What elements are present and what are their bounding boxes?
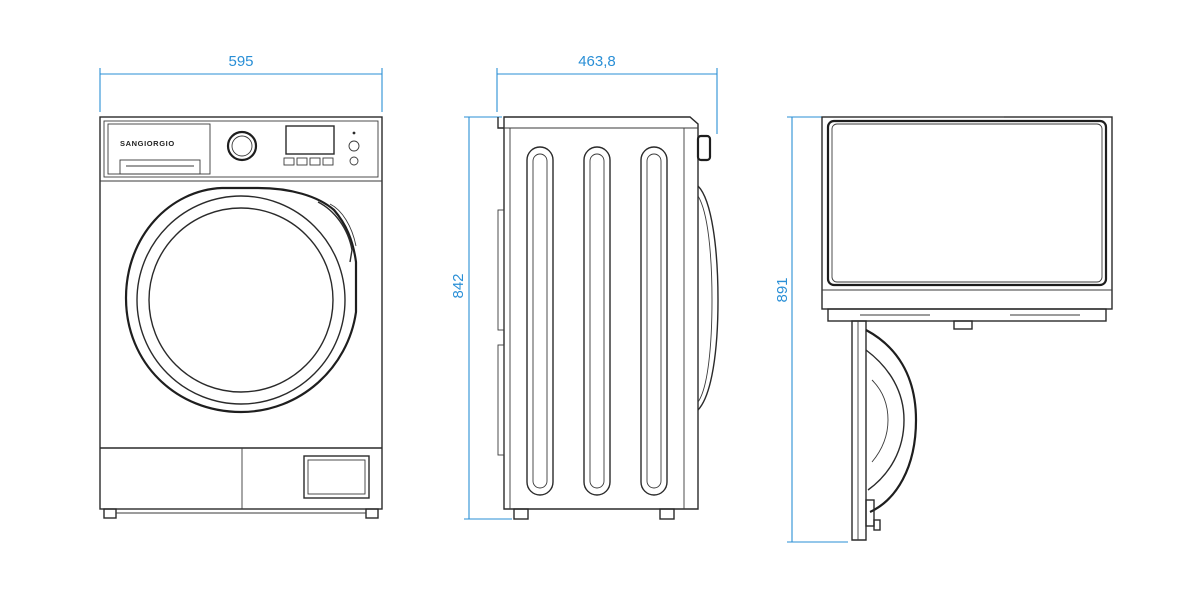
top-depth-label: 891 <box>774 277 791 302</box>
filter-hatch <box>303 455 370 499</box>
side-height-label: 842 <box>450 273 467 298</box>
side-ribs <box>526 146 668 496</box>
top-dial-knob <box>953 320 973 330</box>
side-dial-profile <box>696 134 712 162</box>
detergent-drawer <box>107 123 211 175</box>
side-height-dimension: 842 <box>450 116 512 520</box>
program-dial <box>226 130 258 162</box>
front-door <box>124 186 358 414</box>
display <box>285 125 335 155</box>
front-width-dimension: 595 <box>99 53 383 112</box>
side-view: 463,8 842 <box>450 53 719 520</box>
button-row <box>283 157 334 166</box>
front-width-label: 595 <box>228 53 253 70</box>
top-view: 891 <box>774 116 1113 543</box>
side-depth-dimension: 463,8 <box>496 53 718 134</box>
side-depth-label: 463,8 <box>578 53 616 70</box>
top-cover <box>821 116 1113 310</box>
top-depth-dimension: 891 <box>774 116 848 543</box>
top-open-door <box>851 320 918 541</box>
control-panel <box>103 120 379 178</box>
side-door-profile <box>697 185 719 411</box>
brand-logo: SANGIORGIO <box>120 139 175 148</box>
front-view: 595 SANGIORGIO <box>99 53 383 519</box>
front-body-outline <box>99 116 383 510</box>
